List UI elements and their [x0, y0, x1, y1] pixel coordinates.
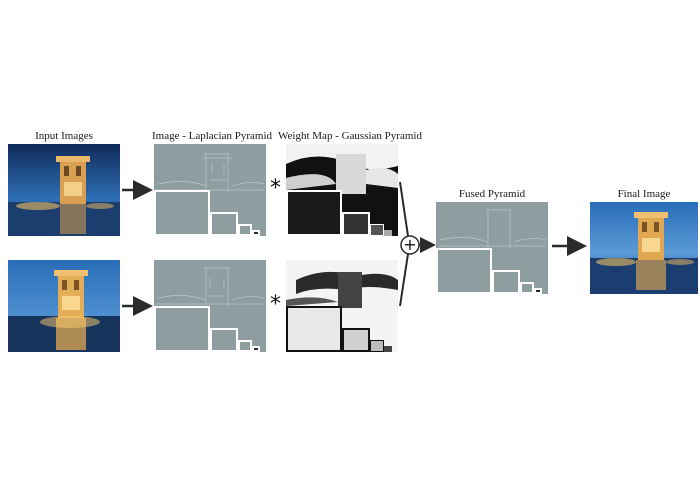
final-image: [590, 202, 698, 294]
weight-map-2-level-3: [342, 328, 370, 352]
label-weight-map: Weight Map - Gaussian Pyramid: [278, 130, 422, 142]
multiply-operator-1: *: [270, 176, 281, 201]
label-final-image: Final Image: [617, 188, 671, 200]
weight-map-1-level-4: [370, 224, 384, 236]
laplacian-pyramid-2: [154, 260, 266, 352]
laplacian-2-level-3: [210, 328, 238, 352]
weight-map-2-level-2: [286, 306, 342, 352]
label-laplacian-pyramid: Image - Laplacian Pyramid: [151, 130, 273, 142]
weight-map-1-level-3: [342, 212, 370, 236]
weight-map-2-level-5: [384, 346, 392, 352]
laplacian-pyramid-1: [154, 144, 266, 236]
label-fused-pyramid: Fused Pyramid: [458, 188, 526, 200]
line-weight2-to-sum: [399, 253, 409, 307]
input-image-1: [8, 144, 120, 236]
fused-level-2: [436, 248, 492, 294]
laplacian-1-level-2: [154, 190, 210, 236]
fused-level-5: [534, 288, 542, 294]
label-input-images: Input Images: [35, 130, 93, 142]
multiply-operator-2: *: [270, 292, 281, 317]
fused-level-3: [492, 270, 520, 294]
weight-map-2-level-4: [370, 340, 384, 352]
fused-level-4: [520, 282, 534, 294]
line-weight1-to-sum: [399, 181, 409, 237]
weight-map-pyramid-1: [286, 144, 398, 236]
weight-map-1-level-5: [384, 230, 392, 236]
weight-map-pyramid-2: [286, 260, 398, 352]
input-image-2: [8, 260, 120, 352]
laplacian-2-level-2: [154, 306, 210, 352]
laplacian-1-level-5: [252, 230, 260, 236]
sum-operator-symbol: +: [403, 235, 417, 254]
laplacian-1-level-4: [238, 224, 252, 236]
fused-pyramid: [436, 202, 548, 294]
laplacian-2-level-4: [238, 340, 252, 352]
laplacian-2-level-5: [252, 346, 260, 352]
laplacian-1-level-3: [210, 212, 238, 236]
weight-map-1-level-2: [286, 190, 342, 236]
